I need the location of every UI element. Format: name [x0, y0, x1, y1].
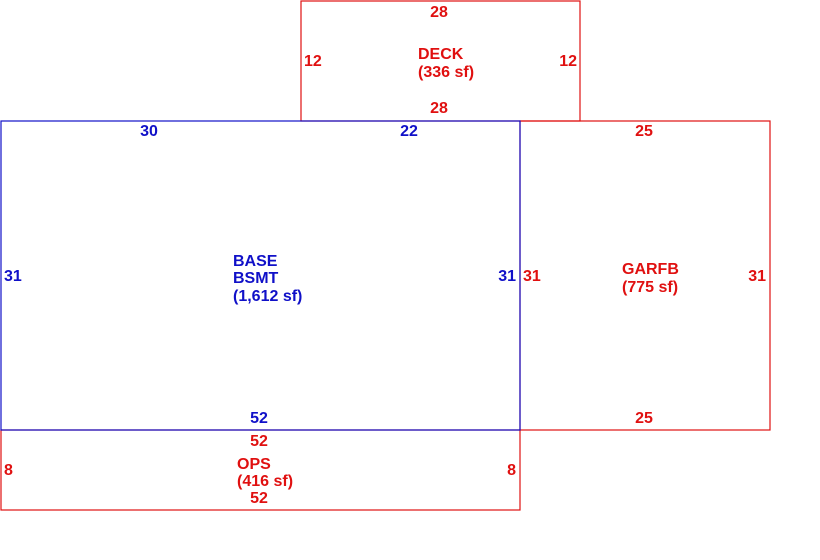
garfb-dim-left: 31: [523, 268, 541, 285]
deck-dim-left: 12: [304, 53, 322, 70]
garfb-area: 25 31 31 GARFB (775 sf) 25: [519, 120, 771, 431]
garfb-dim-top: 25: [635, 123, 653, 140]
base-dim-top-left: 30: [140, 123, 158, 140]
deck-dim-top: 28: [430, 4, 448, 21]
garfb-dim-right: 31: [748, 268, 766, 285]
base-name: BASE: [233, 253, 278, 270]
base-dim-left: 31: [4, 268, 22, 285]
garfb-dim-bottom: 25: [635, 410, 653, 427]
deck-name: DECK: [418, 46, 464, 63]
garfb-area-label: (775 sf): [622, 279, 678, 296]
ops-dim-bottom: 52: [250, 490, 268, 507]
deck-dim-bottom: 28: [430, 100, 448, 117]
deck-area: 28 12 12 DECK (336 sf) 28: [300, 0, 581, 122]
base-dim-right: 31: [498, 268, 516, 285]
ops-dim-right: 8: [507, 462, 516, 479]
ops-area-label: (416 sf): [237, 473, 293, 490]
ops-name: OPS: [237, 456, 271, 473]
ops-dim-left: 8: [4, 462, 13, 479]
base-sub-label: BSMT: [233, 270, 279, 287]
deck-area-label: (336 sf): [418, 64, 474, 81]
deck-dim-right: 12: [559, 53, 577, 70]
base-area: 30 22 31 31 BASE BSMT (1,612 sf) 52: [0, 120, 521, 431]
ops-dim-top: 52: [250, 433, 268, 450]
base-dim-bottom: 52: [250, 410, 268, 427]
ops-area: 52 8 8 OPS (416 sf) 52: [0, 429, 521, 511]
base-area-label: (1,612 sf): [233, 288, 302, 305]
base-dim-top-right: 22: [400, 123, 418, 140]
base-outline: [0, 120, 521, 431]
garfb-name: GARFB: [622, 261, 679, 278]
